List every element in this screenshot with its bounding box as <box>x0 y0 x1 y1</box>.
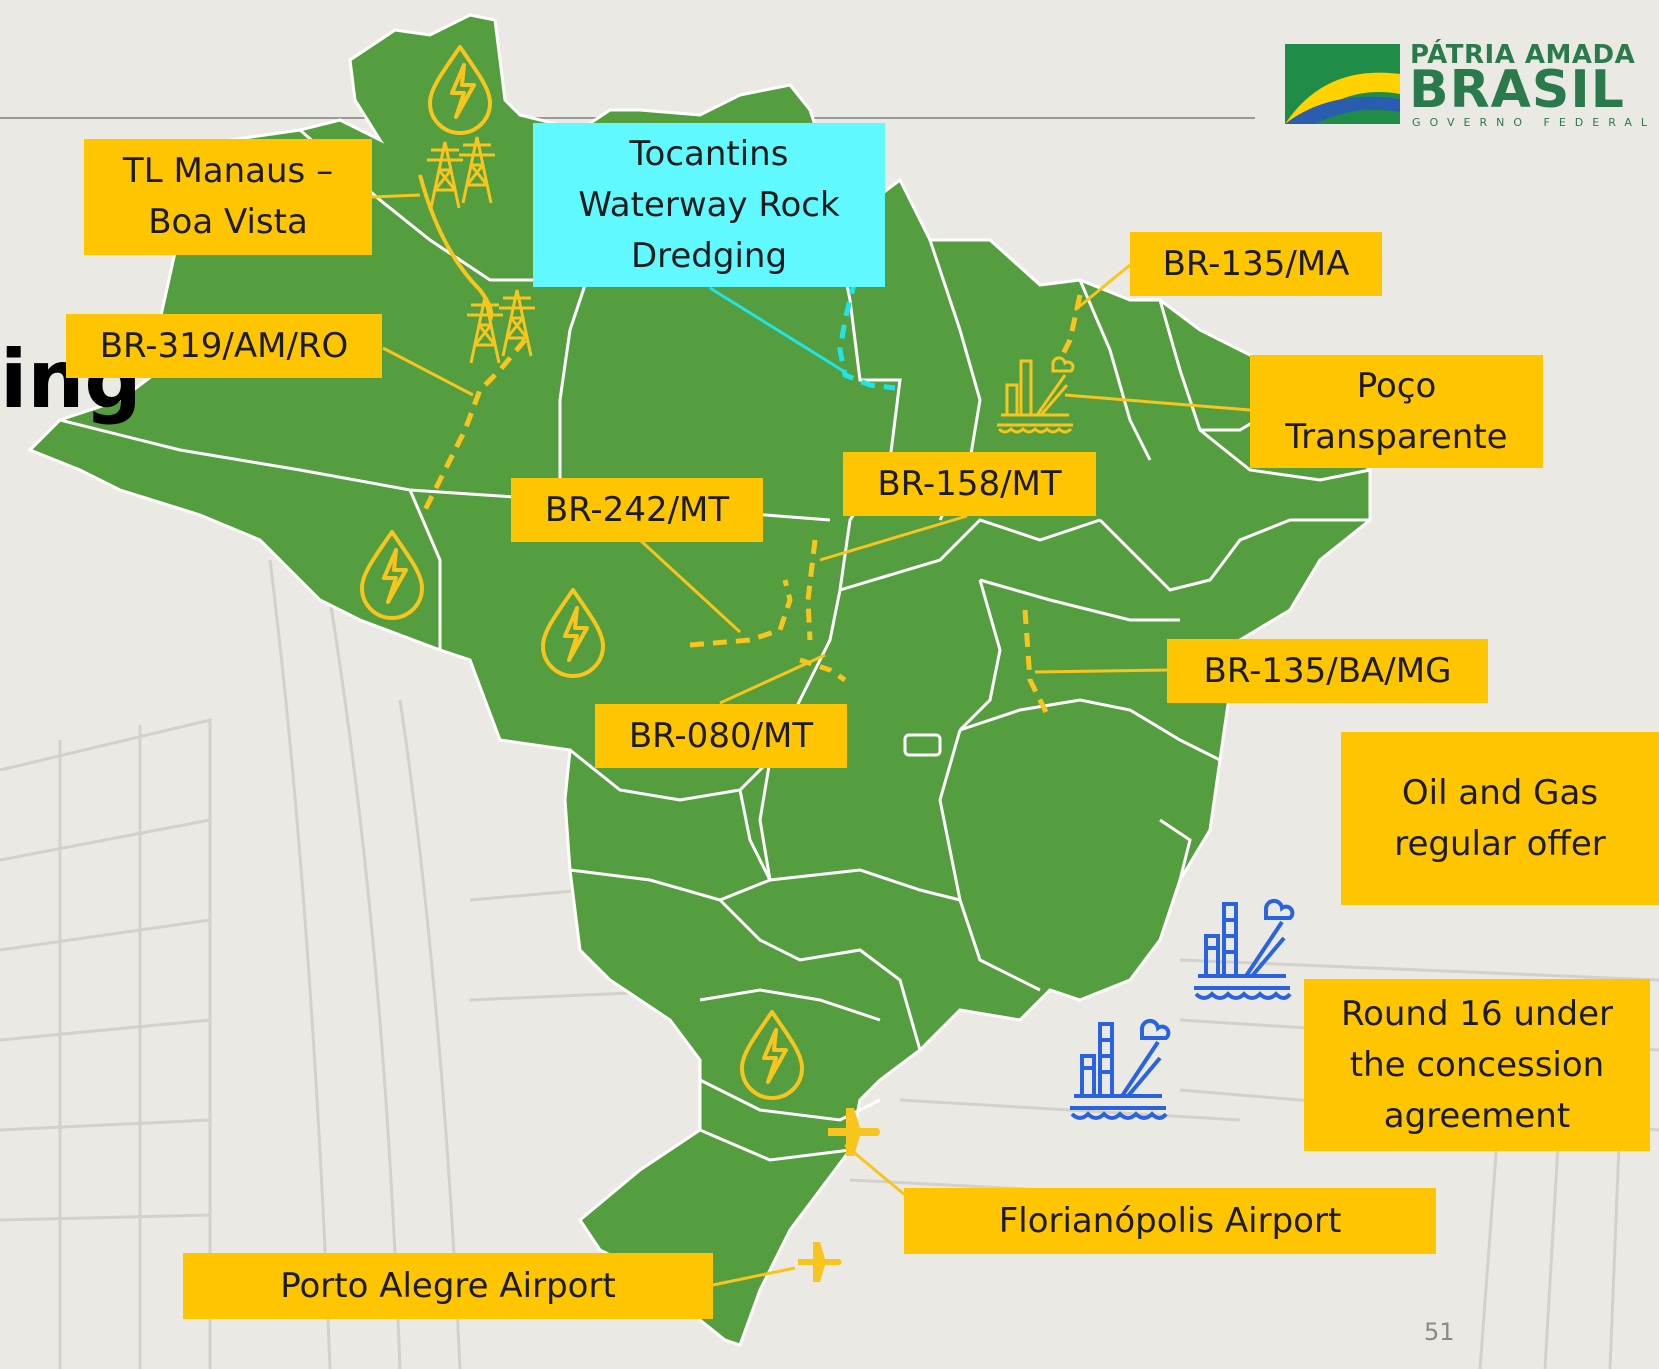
label-round-16: Round 16 under the concession agreement <box>1304 979 1650 1151</box>
logo-line-1: PÁTRIA AMADA <box>1410 40 1636 70</box>
transmission-towers <box>427 136 535 364</box>
label-porto-alegre-airport: Porto Alegre Airport <box>183 1253 713 1319</box>
route-lines <box>418 174 1083 722</box>
label-br-080-mt: BR-080/MT <box>595 704 847 768</box>
label-poco-transparente: Poço Transparente <box>1250 355 1543 468</box>
label-br-319-am-ro: BR-319/AM/RO <box>66 314 382 378</box>
logo-line-2: BRASIL <box>1409 60 1625 120</box>
transmission-tower-icon <box>499 289 535 357</box>
label-tl-manaus-boa-vista: TL Manaus – Boa Vista <box>84 139 372 255</box>
label-br-135-ma: BR-135/MA <box>1130 232 1382 296</box>
tl-manaus-line <box>418 174 494 321</box>
airplane-icon <box>828 1108 880 1156</box>
logo-line-3: GOVERNO FEDERAL <box>1412 116 1657 129</box>
hydro-power-icon <box>740 1010 804 1100</box>
patria-amada-brasil-logo: PÁTRIA AMADA BRASIL GOVERNO FEDERAL <box>1285 40 1647 130</box>
hydro-power-icon <box>541 588 605 678</box>
br135ba-route <box>1022 609 1053 722</box>
airplane-icon <box>798 1242 842 1282</box>
label-oil-gas-regular-offer: Oil and Gas regular offer <box>1341 732 1659 905</box>
tocantins-route <box>837 279 896 391</box>
tocantins-connector <box>709 286 846 374</box>
br319-route <box>422 338 527 512</box>
connector-lines <box>371 193 1251 1287</box>
label-br-242-mt: BR-242/MT <box>511 478 763 542</box>
label-br-135-ba-mg: BR-135/BA/MG <box>1167 639 1488 703</box>
oil-platform-icon <box>997 356 1075 434</box>
transmission-tower-icon <box>427 141 463 209</box>
br135ma-route <box>1057 294 1083 362</box>
brazil-flag-swoosh-icon <box>1285 44 1400 124</box>
label-br-158-mt: BR-158/MT <box>843 452 1096 516</box>
oil-platform-icon <box>1194 898 1295 1000</box>
transmission-tower-icon <box>467 296 503 364</box>
label-tocantins-waterway: Tocantins Waterway Rock Dredging <box>533 123 885 287</box>
hydro-power-icon <box>428 45 492 135</box>
oil-platform-icon <box>1070 1018 1171 1120</box>
transmission-tower-icon <box>459 136 495 204</box>
label-florianopolis-airport: Florianópolis Airport <box>904 1188 1436 1254</box>
state-borders <box>59 128 1371 1162</box>
page-number: 51 <box>1424 1318 1455 1346</box>
hydro-power-icon <box>360 530 424 620</box>
energy-icons <box>360 45 804 1100</box>
